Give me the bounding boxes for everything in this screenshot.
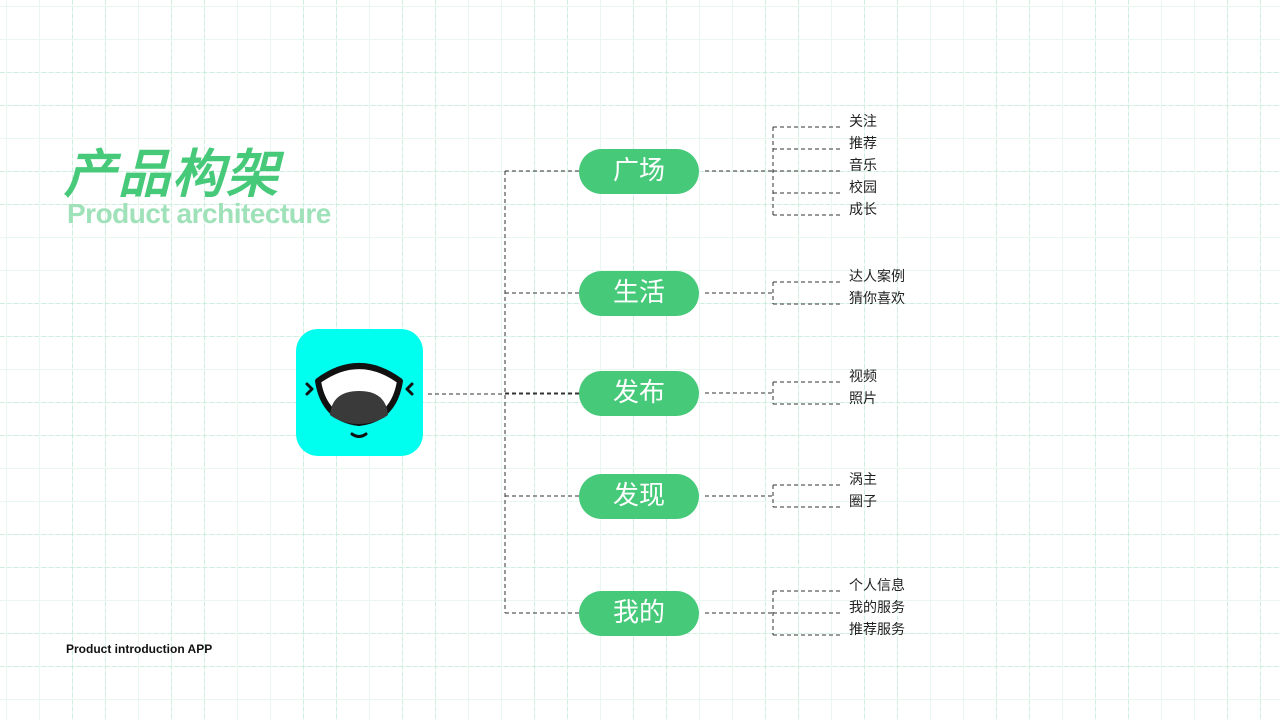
app-mascot-icon: [305, 363, 414, 438]
leaf-item[interactable]: 推荐服务: [849, 622, 905, 638]
leaf-item[interactable]: 视频: [849, 369, 877, 385]
leaf-item[interactable]: 推荐: [849, 136, 877, 152]
leaf-item[interactable]: 我的服务: [849, 600, 905, 616]
leaf-item[interactable]: 达人案例: [849, 269, 905, 285]
page-title: 产品构架: [64, 145, 281, 205]
leaf-item[interactable]: 个人信息: [849, 578, 905, 594]
leaf-item[interactable]: 圈子: [849, 494, 877, 510]
branch-node[interactable]: 发布: [579, 370, 699, 416]
leaf-item[interactable]: 音乐: [849, 158, 877, 174]
branch-node[interactable]: 我的: [579, 590, 699, 636]
branch-node[interactable]: 生活: [579, 270, 699, 316]
leaf-item[interactable]: 校园: [849, 180, 877, 196]
leaf-item[interactable]: 成长: [849, 202, 877, 218]
leaf-item[interactable]: 猜你喜欢: [849, 291, 905, 307]
branch-node[interactable]: 广场: [579, 148, 699, 194]
page-subtitle: Product architecture: [67, 198, 331, 229]
app-icon: [296, 329, 423, 456]
leaf-item[interactable]: 照片: [849, 391, 877, 407]
branch-node[interactable]: 发现: [579, 473, 699, 519]
footer-caption: Product introduction APP: [66, 642, 213, 656]
leaf-item[interactable]: 关注: [849, 114, 877, 130]
leaf-item[interactable]: 涡主: [849, 472, 877, 488]
